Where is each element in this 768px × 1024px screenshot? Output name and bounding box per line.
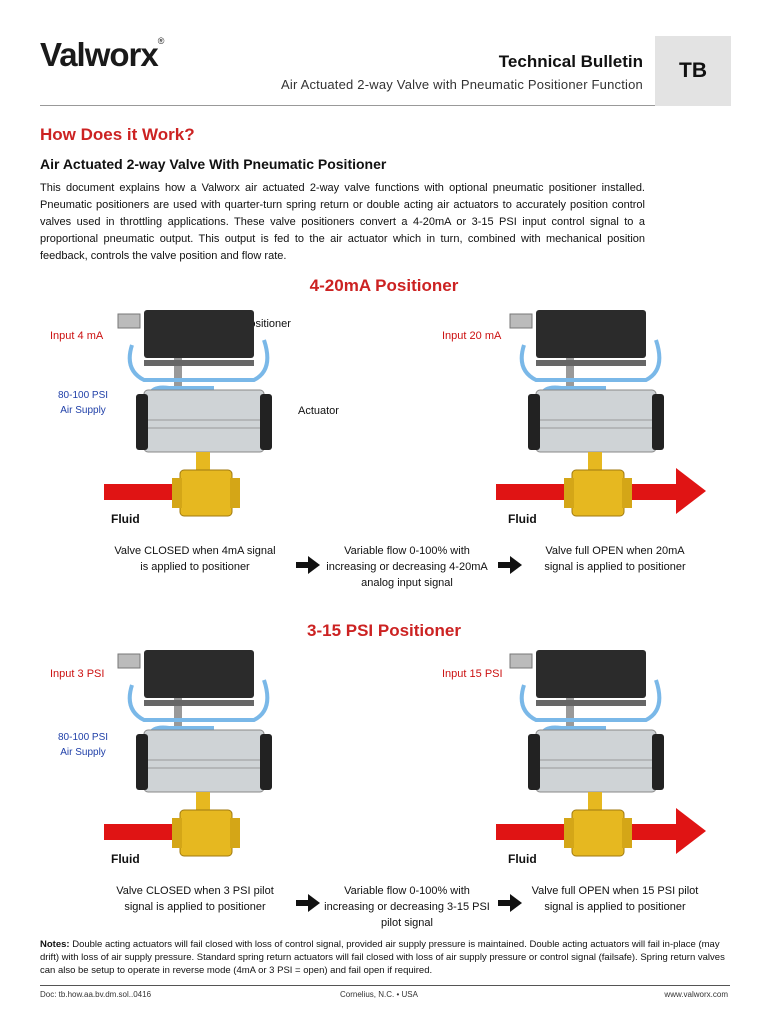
arrow-right-icon — [296, 894, 320, 912]
input-label-left: Input 3 PSI — [50, 668, 105, 680]
registered-mark: ® — [157, 36, 165, 46]
notes-label: Notes: — [40, 939, 70, 950]
caption-variable: Variable flow 0-100% with increasing or … — [324, 885, 490, 929]
footer-doc-id: Doc: tb.how.aa.bv.dm.sol..0416 — [40, 990, 152, 999]
footer-location: Cornelius, N.C. • USA — [340, 990, 418, 999]
header-rule — [40, 105, 655, 106]
footer-website: www.valworx.com — [664, 990, 728, 999]
air-supply-line1: 80-100 PSI — [58, 732, 109, 743]
input-label-right: Input 20 mA — [442, 330, 502, 342]
footer-rule — [40, 985, 730, 986]
input-label-right: Input 15 PSI — [442, 668, 503, 680]
arrow-right-icon — [296, 556, 320, 574]
fluid-label-right: Fluid — [508, 852, 537, 866]
notes-text: Double acting actuators will fail closed… — [40, 939, 725, 976]
arrow-right-icon — [498, 556, 522, 574]
caption-open: Valve full OPEN when 20mA signal is appl… — [544, 545, 686, 573]
tb-badge: TB — [655, 36, 731, 106]
caption-closed: Valve CLOSED when 4mA signal is applied … — [114, 545, 276, 573]
caption-closed: Valve CLOSED when 3 PSI pilot signal is … — [116, 885, 274, 913]
caption-open: Valve full OPEN when 15 PSI pilot signal… — [531, 885, 699, 913]
positioner-label: Positioner — [242, 318, 291, 330]
air-supply-line1: 80-100 PSI — [58, 390, 109, 401]
valve-diagram-open — [496, 640, 706, 870]
bulletin-title: Technical Bulletin — [498, 52, 643, 71]
fluid-label-left: Fluid — [111, 852, 140, 866]
arrow-right-icon — [498, 894, 522, 912]
valworx-logo: Valworx® — [40, 36, 165, 74]
valve-diagram-closed — [104, 300, 284, 530]
fluid-label-right: Fluid — [508, 512, 537, 526]
air-supply-line2: Air Supply — [60, 405, 106, 416]
bulletin-subtitle: Air Actuated 2-way Valve with Pneumatic … — [280, 77, 643, 92]
page-subheading: Air Actuated 2-way Valve With Pneumatic … — [40, 156, 387, 172]
fluid-label-left: Fluid — [111, 512, 140, 526]
caption-variable: Variable flow 0-100% with increasing or … — [326, 545, 488, 589]
actuator-label: Actuator — [298, 405, 339, 417]
page-heading: How Does it Work? — [40, 125, 195, 144]
air-supply-label: 80-100 PSI Air Supply — [58, 730, 108, 760]
notes-paragraph: Notes: Double acting actuators will fail… — [40, 938, 730, 977]
valve-diagram-open — [496, 300, 706, 530]
input-label-left: Input 4 mA — [50, 330, 104, 342]
intro-paragraph: This document explains how a Valworx air… — [40, 182, 645, 262]
valve-diagram-closed — [104, 640, 284, 870]
air-supply-line2: Air Supply — [60, 747, 106, 758]
section-title-psi: 3-15 PSI Positioner — [307, 621, 461, 640]
air-supply-label: 80-100 PSI Air Supply — [58, 388, 108, 418]
section-title-ma: 4-20mA Positioner — [309, 276, 459, 295]
logo-text: Valworx — [40, 36, 159, 73]
